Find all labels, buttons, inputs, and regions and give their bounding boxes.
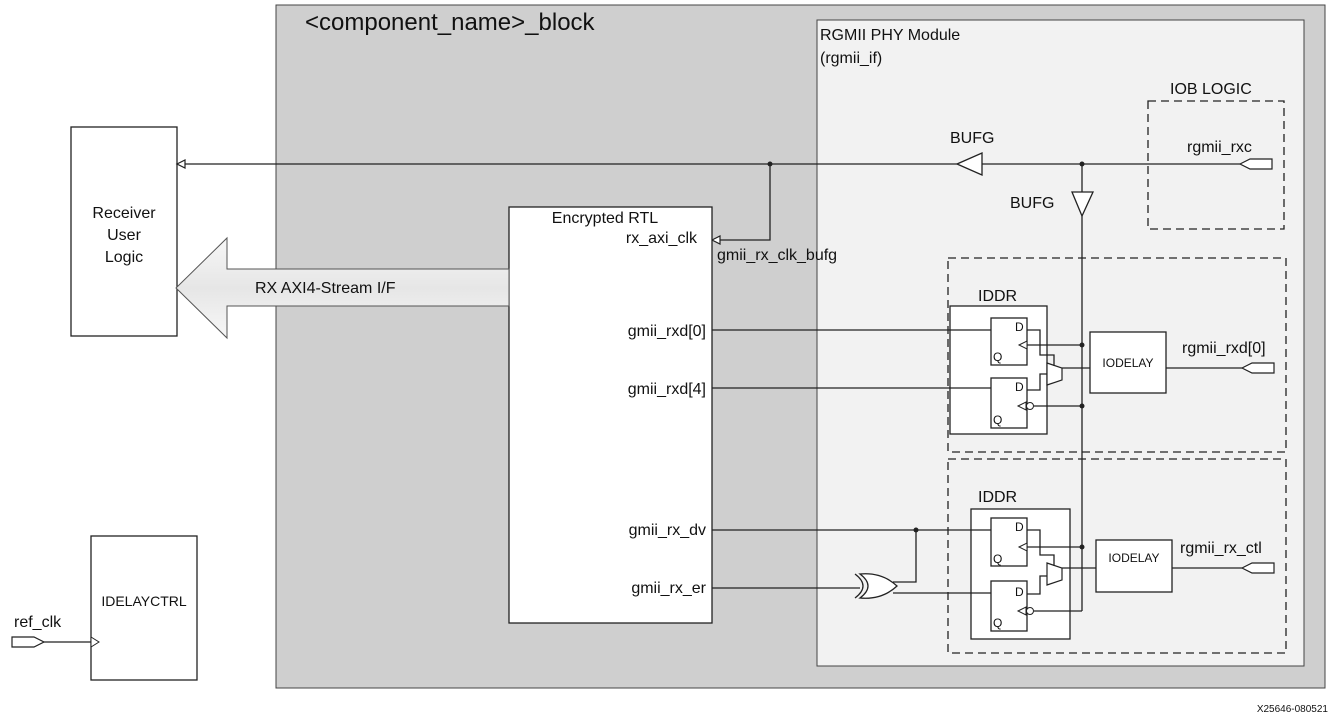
ref-clk-pin [11,636,46,648]
gmii-rxd0-port: gmii_rxd[0] [628,323,706,340]
bufg-vertical [1071,191,1095,218]
rgmii-rxc-label: rgmii_rxc [1187,139,1252,156]
phy-module-title: RGMII PHY Module [820,27,960,44]
rgmii-rx-ctl-pin [1240,562,1275,574]
iddr-bottom-clk-junction1 [1079,544,1085,550]
rgmii-rxd0-pin [1240,362,1275,374]
axi-stream-arrow [175,236,510,340]
iddr-bottom-mux-in1 [1027,529,1055,566]
iob-logic-title: IOB LOGIC [1170,81,1252,98]
iddr-bottom-ff1-d: D [1015,520,1024,534]
gmii-rx-dv-port: gmii_rx_dv [629,522,706,539]
rtl-clock-input-marker [710,235,721,245]
iddr-top-ff2-q: Q [993,413,1002,427]
iddr-bottom-ff1-q: Q [993,552,1002,566]
iddr-bottom-ff2-q: Q [993,616,1002,630]
iddr-bottom-ff1 [990,517,1028,567]
iddr-bottom-mux-in2 [1027,575,1047,595]
iob-logic-box [1147,100,1285,230]
iddr-top-ff2 [990,377,1028,429]
iddr-bottom-ff2-clk-bubble [1026,607,1034,615]
receiver-clock-input-marker [175,159,186,169]
iddr-top-dashed-box [947,257,1287,453]
iddr-top-title: IDDR [978,288,1017,305]
encrypted-rtl-box [508,206,713,624]
iddr-top-ff2-clk-bubble [1026,402,1034,410]
ref-clk-label: ref_clk [14,614,62,631]
receiver-line2: User [107,227,141,244]
iddr-bottom-iodelay [1095,539,1173,593]
bufg-vertical-label: BUFG [1010,195,1054,212]
idelayctrl-clk-marker [90,636,100,648]
iddr-top-clk-junction1 [1079,342,1085,348]
clock-wire-to-rtl [712,164,771,241]
rgmii-rxc-pin [1238,158,1273,170]
rx-axi-clk-port: rx_axi_clk [626,230,698,247]
gmii-rx-er-port: gmii_rx_er [631,580,706,597]
iddr-top-mux [1046,362,1063,386]
iddr-top-ff2-d: D [1015,380,1024,394]
iddr-top-clk-junction2 [1079,403,1085,409]
figure-id: X25646-080521 [1257,704,1329,715]
gmii-rx-clk-bufg-label: gmii_rx_clk_bufg [717,247,837,264]
iddr-bottom-title: IDDR [978,489,1017,506]
iddr-top-ff1-d: D [1015,320,1024,334]
axi-stream-label: RX AXI4-Stream I/F [255,280,396,297]
idelayctrl-box [90,535,198,681]
xor-gate-back-arc [854,573,864,599]
receiver-line1: Receiver [92,205,156,222]
idelayctrl-label: IDELAYCTRL [101,593,187,609]
iddr-top-ff1 [990,317,1028,366]
iddr-bottom-dashed-box [947,458,1287,654]
iddr-bottom-mux [1046,562,1063,586]
rx-dv-to-xor-wire [893,530,917,583]
component-block-title: <component_name>_block [305,9,596,36]
gmii-rxd4-port: gmii_rxd[4] [628,381,706,398]
receiver-user-logic-box [70,126,178,337]
bufg-horizontal-label: BUFG [950,130,994,147]
iddr-bottom-ff2 [990,580,1028,632]
phy-module-subtitle: (rgmii_if) [820,50,882,67]
iddr-top-iodelay-label: IODELAY [1102,356,1153,370]
iddr-top-iodelay [1089,331,1167,394]
iddr-bottom-iodelay-label: IODELAY [1108,551,1159,565]
iddr-top-mux-in2 [1027,373,1047,391]
iddr-top-ff1-q: Q [993,350,1002,364]
rgmii-rx-ctl-label: rgmii_rx_ctl [1180,540,1262,557]
xor-gate [858,573,898,599]
iddr-bottom-ff2-d: D [1015,585,1024,599]
rgmii-rxd0-label: rgmii_rxd[0] [1182,340,1266,357]
iddr-top-mux-in1 [1027,329,1055,366]
receiver-line3: Logic [105,249,143,266]
encrypted-rtl-title: Encrypted RTL [552,210,659,227]
